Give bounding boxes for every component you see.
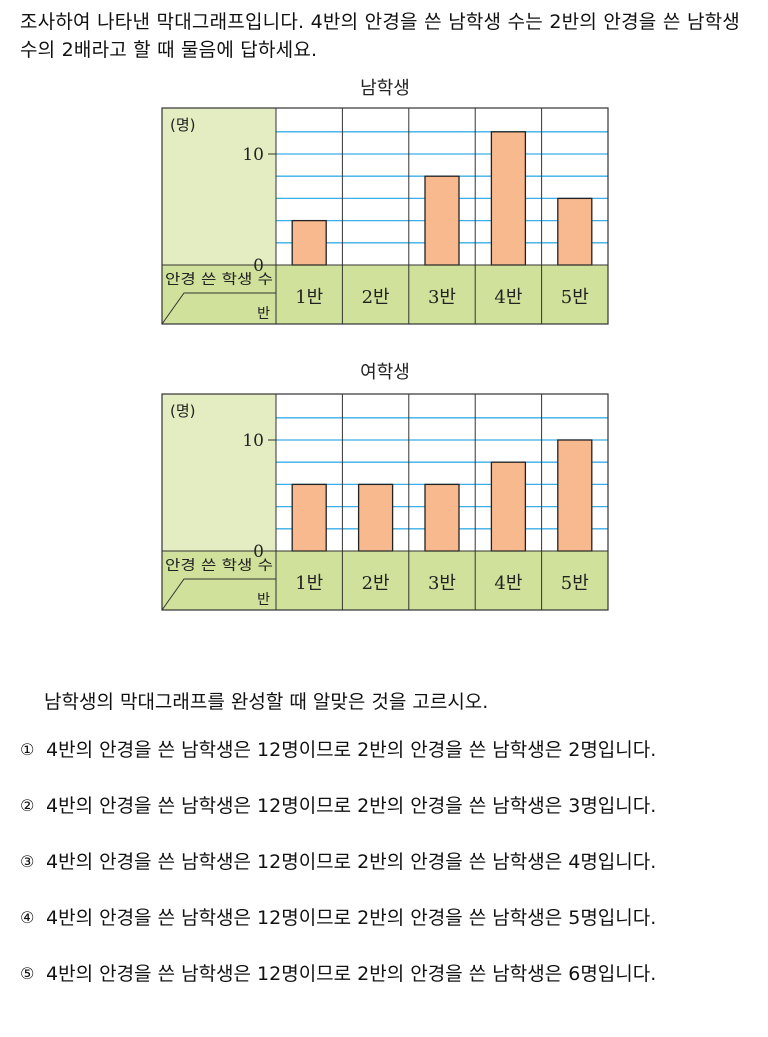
bar-4반 xyxy=(490,131,527,266)
category-label: 4반 xyxy=(494,573,522,594)
choice-text: 4반의 안경을 쓴 남학생은 12명이므로 2반의 안경을 쓴 남학생은 3명입… xyxy=(46,795,657,817)
category-label: 3반 xyxy=(428,573,456,594)
choice-number: ③ xyxy=(20,852,35,871)
category-label: 1반 xyxy=(295,287,323,308)
category-label: 4반 xyxy=(494,287,522,308)
category-band xyxy=(162,551,608,610)
category-label: 5반 xyxy=(561,573,589,594)
category-label: 5반 xyxy=(561,287,589,308)
bar-1반 xyxy=(291,483,327,552)
choice-5[interactable]: ⑤ 4반의 안경을 쓴 남학생은 12명이므로 2반의 안경을 쓴 남학생은 6… xyxy=(20,960,740,1016)
choice-number: ④ xyxy=(20,908,35,927)
bar-3반 xyxy=(424,483,460,552)
bar-3반 xyxy=(424,175,460,266)
chart-border xyxy=(161,107,609,325)
bar-4반 xyxy=(490,461,527,552)
y-tick-label: 0 xyxy=(253,256,264,276)
bar-5반 xyxy=(557,439,593,552)
chart-title-girls: 여학생 xyxy=(360,362,410,383)
choice-2[interactable]: ② 4반의 안경을 쓴 남학생은 12명이므로 2반의 안경을 쓴 남학생은 3… xyxy=(20,792,740,848)
choice-4[interactable]: ④ 4반의 안경을 쓴 남학생은 12명이므로 2반의 안경을 쓴 남학생은 5… xyxy=(20,904,740,960)
category-label: 2반 xyxy=(362,287,390,308)
corner-label-bottom: 반 xyxy=(257,592,270,608)
choice-text: 4반의 안경을 쓴 남학생은 12명이므로 2반의 안경을 쓴 남학생은 5명입… xyxy=(46,907,657,929)
category-label: 2반 xyxy=(362,573,390,594)
chart-border xyxy=(161,393,609,611)
bar-chart-girls: 0 10 (명) 안경 쓴 학생 수반 1반 2반 3반 4반 5반 xyxy=(161,393,609,611)
y-axis-panel xyxy=(162,108,276,265)
choice-text: 4반의 안경을 쓴 남학생은 12명이므로 2반의 안경을 쓴 남학생은 2명입… xyxy=(46,739,657,761)
intro-text: 조사하여 나타낸 막대그래프입니다. 4반의 안경을 쓴 남학생 수는 2반의 … xyxy=(20,11,740,61)
y-unit-label: (명) xyxy=(170,402,196,420)
choice-text: 4반의 안경을 쓴 남학생은 12명이므로 2반의 안경을 쓴 남학생은 4명입… xyxy=(46,851,657,873)
bar-5반 xyxy=(557,197,593,266)
chart-title-boys: 남학생 xyxy=(360,78,410,99)
choice-number: ① xyxy=(20,740,35,759)
category-label: 3반 xyxy=(428,287,456,308)
question-text: 남학생의 막대그래프를 완성할 때 알맞은 것을 고르시오. xyxy=(44,691,489,713)
corner-label-bottom: 반 xyxy=(257,306,270,322)
category-label: 1반 xyxy=(295,573,323,594)
y-tick-label: 10 xyxy=(242,431,264,451)
bar-2반 xyxy=(357,483,394,552)
y-tick-label: 10 xyxy=(242,145,264,165)
choice-1[interactable]: ① 4반의 안경을 쓴 남학생은 12명이므로 2반의 안경을 쓴 남학생은 2… xyxy=(20,736,740,792)
category-band xyxy=(162,265,608,324)
choice-text: 4반의 안경을 쓴 남학생은 12명이므로 2반의 안경을 쓴 남학생은 6명입… xyxy=(46,963,657,985)
choice-number: ⑤ xyxy=(20,964,35,983)
corner-diagonal xyxy=(161,578,276,611)
y-tick-label: 0 xyxy=(253,542,264,562)
choice-list: ① 4반의 안경을 쓴 남학생은 12명이므로 2반의 안경을 쓴 남학생은 2… xyxy=(20,736,740,1016)
choice-3[interactable]: ③ 4반의 안경을 쓴 남학생은 12명이므로 2반의 안경을 쓴 남학생은 4… xyxy=(20,848,740,904)
corner-label-top: 안경 쓴 학생 수 xyxy=(165,272,273,288)
bar-1반 xyxy=(291,219,327,266)
bar-chart-boys: 0 10 (명) 안경 쓴 학생 수반 1반 2반 3반 4반 5반 xyxy=(161,107,609,325)
corner-diagonal xyxy=(161,292,276,325)
y-unit-label: (명) xyxy=(170,116,196,134)
choice-number: ② xyxy=(20,796,35,815)
corner-label-top: 안경 쓴 학생 수 xyxy=(165,558,273,574)
y-axis-panel xyxy=(162,394,276,551)
